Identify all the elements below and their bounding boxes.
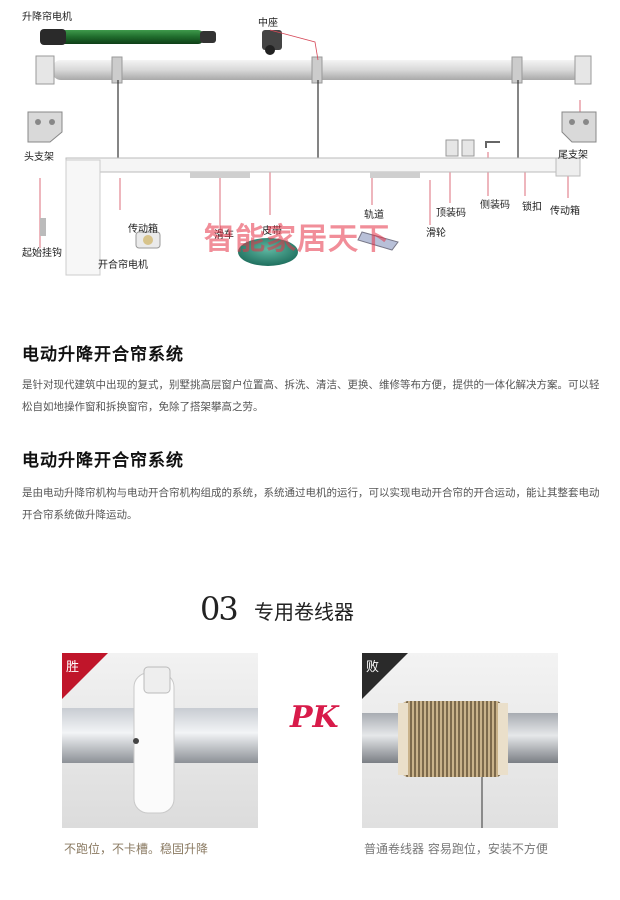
section-heading: 专用卷线器 xyxy=(254,600,354,624)
label-track: 轨道 xyxy=(364,210,384,221)
start-hook-part xyxy=(40,218,46,236)
win-reel-image xyxy=(62,666,258,814)
lift-cords xyxy=(117,80,519,160)
mount-parts xyxy=(445,139,500,157)
win-caption: 不跑位，不卡槽。稳固升降 xyxy=(64,842,209,856)
pulley-part xyxy=(357,231,399,251)
label-gearbox-right: 传动箱 xyxy=(550,206,580,217)
tail-bracket-part xyxy=(561,111,597,143)
watermark: 智能家居天下 xyxy=(204,222,390,257)
section2-title: 电动升降开合帘系统 xyxy=(22,451,184,471)
diagram-drawing xyxy=(27,29,597,276)
label-lock: 锁扣 xyxy=(522,202,542,213)
lose-corner xyxy=(362,653,408,699)
label-side-mount: 侧装码 xyxy=(480,200,510,211)
pk-label: PK xyxy=(290,700,339,735)
roller-tube xyxy=(35,55,592,85)
label-head-bracket: 头支架 xyxy=(24,152,54,163)
lose-badge: 败 xyxy=(366,660,380,675)
lose-reel-image xyxy=(362,701,558,828)
win-corner xyxy=(62,653,108,699)
win-photo: 胜 xyxy=(62,653,258,828)
lift-motor-part xyxy=(40,29,216,45)
belt-part xyxy=(238,238,298,266)
label-glider: 滑车 xyxy=(214,230,234,241)
win-badge: 胜 xyxy=(66,660,80,675)
component-diagram: 升降帘电机 中座 头支架 尾支架 传动箱 开合帘电机 起始挂钩 滑车 皮带 轨道… xyxy=(0,0,620,300)
section2-text: 是由电动升降帘机构与电动开合帘机构组成的系统，系统通过电机的运行，可以实现电动开… xyxy=(22,487,600,521)
label-tail-bracket: 尾支架 xyxy=(558,150,588,161)
lose-caption: 普通卷线器 容易跑位，安装不方便 xyxy=(364,842,548,856)
curtain-track xyxy=(65,157,581,276)
section1-text: 是针对现代建筑中出现的复式，别墅挑高层窗户位置高、拆洗、清洁、更换、维修等布方便… xyxy=(22,379,600,413)
label-gearbox-left: 传动箱 xyxy=(128,224,158,235)
label-start-hook: 起始挂钩 xyxy=(22,248,62,259)
leader-lines xyxy=(39,29,581,248)
label-lift-motor: 升降帘电机 xyxy=(22,12,72,23)
section1-title: 电动升降开合帘系统 xyxy=(22,345,184,365)
lose-photo: 败 xyxy=(362,653,558,828)
label-top-mount: 顶装码 xyxy=(436,208,466,219)
label-pulley: 滑轮 xyxy=(426,228,446,239)
middle-seat-part xyxy=(262,30,282,55)
label-belt: 皮带 xyxy=(262,226,282,237)
label-open-close-motor: 开合帘电机 xyxy=(98,260,148,271)
label-middle-seat: 中座 xyxy=(258,18,278,29)
head-bracket-part xyxy=(27,111,63,143)
section-number: 03 xyxy=(200,590,239,628)
gearbox-part xyxy=(135,231,161,249)
